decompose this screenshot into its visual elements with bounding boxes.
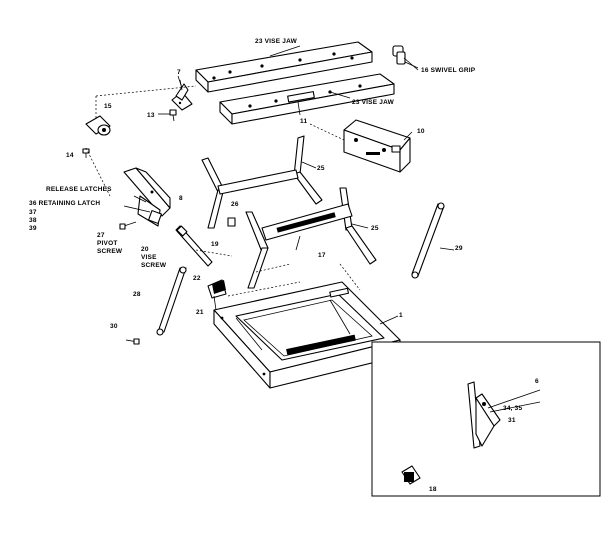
callout-38: 38 — [29, 217, 37, 224]
callout-18: 18 — [429, 486, 437, 493]
callout-31: 31 — [508, 417, 516, 424]
part-7-bracket — [171, 79, 193, 111]
vise-screw — [175, 225, 213, 267]
part-22-crank-handle — [207, 279, 227, 311]
callout-15: 15 — [104, 103, 112, 110]
leg-frame-upper — [201, 135, 323, 229]
leg-frame-lower — [245, 187, 377, 289]
callout-vise: VISE — [141, 254, 157, 261]
callout-39: 39 — [29, 225, 37, 232]
callout-7: 7 — [177, 69, 181, 76]
callout-release-latches: RELEASE LATCHES — [46, 186, 112, 193]
callout-1: 1 — [399, 312, 403, 319]
callout-11: 11 — [300, 118, 308, 125]
callout-8: 8 — [179, 195, 183, 202]
part-10-end-bracket — [343, 119, 411, 173]
callout-29: 29 — [455, 245, 463, 252]
callout-14: 14 — [66, 152, 74, 159]
callout-vise-jaw-lower: 23 VISE JAW — [352, 99, 394, 106]
callout-25-lower: 25 — [371, 225, 379, 232]
callout-34-35: 34, 35 — [503, 405, 523, 412]
callout-25-upper: 25 — [317, 165, 325, 172]
base-frame — [213, 281, 401, 389]
callout-28: 28 — [133, 291, 141, 298]
vise-jaw-upper — [195, 41, 373, 93]
release-latch-bracket — [123, 167, 171, 227]
callout-vise-screw: SCREW — [141, 262, 167, 269]
callout-21: 21 — [196, 309, 204, 316]
rod-28 — [156, 266, 187, 336]
callout-swivel-grip: 16 SWIVEL GRIP — [421, 67, 476, 74]
screw-30 — [125, 338, 140, 345]
callout-30: 30 — [110, 323, 118, 330]
callout-27: 27 — [97, 232, 105, 239]
callout-10: 10 — [417, 128, 425, 135]
inset-detail — [371, 341, 601, 497]
callout-pivot: PIVOT — [97, 240, 118, 247]
callout-17: 17 — [318, 252, 326, 259]
leader-lines — [123, 45, 455, 325]
swivel-grip — [392, 45, 419, 69]
callout-retaining-latch: 36 RETAINING LATCH — [29, 200, 101, 207]
callout-pivot-screw: SCREW — [97, 248, 123, 255]
callout-20: 20 — [141, 246, 149, 253]
part-26-nut — [227, 217, 236, 227]
vise-jaw-lower — [219, 73, 395, 125]
callout-vise-jaw-top: 23 VISE JAW — [255, 38, 297, 45]
rod-29 — [411, 202, 445, 279]
callout-13: 13 — [147, 112, 155, 119]
callout-22: 22 — [193, 275, 201, 282]
callout-6: 6 — [535, 378, 539, 385]
callout-37: 37 — [29, 209, 37, 216]
pivot-screw — [119, 221, 137, 230]
part-15-knob — [85, 115, 111, 136]
part-14-pin — [82, 148, 90, 158]
part-13-screw — [169, 109, 177, 122]
callout-19: 19 — [211, 241, 219, 248]
callout-26: 26 — [231, 201, 239, 208]
